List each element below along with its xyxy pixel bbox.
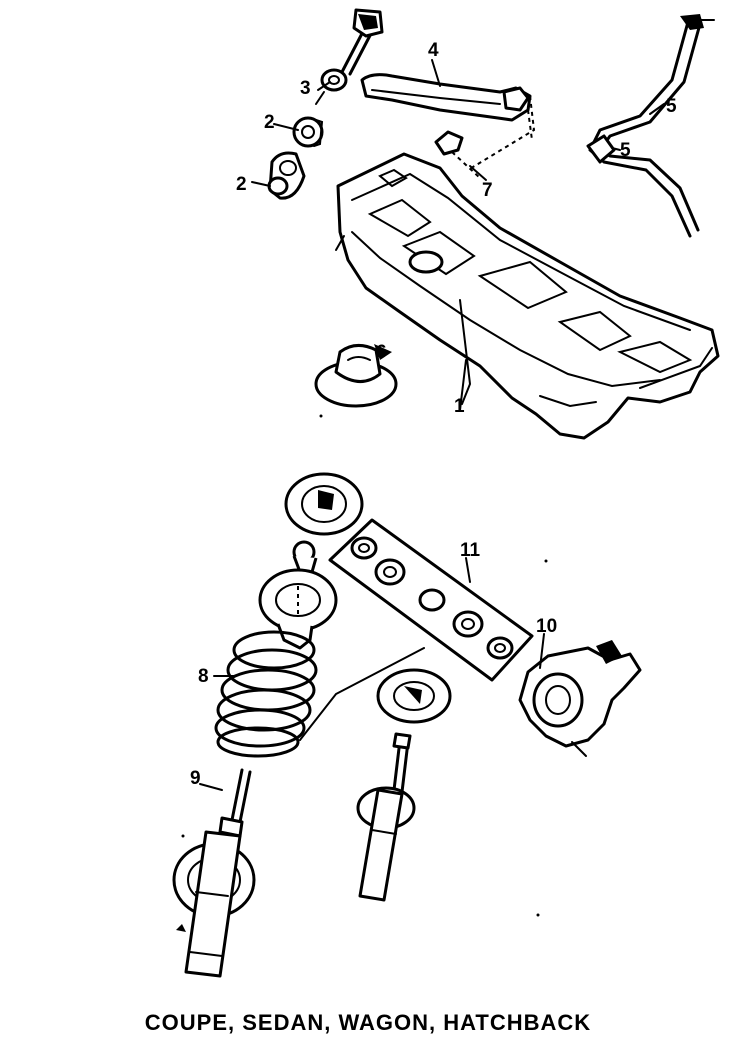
callout-9: 9 [190,768,201,789]
upper-spring-seat [284,472,364,536]
callout-2-upper: 2 [264,112,275,133]
callout-1: 1 [454,396,465,417]
callout-10: 10 [536,616,557,637]
crossmember [335,152,720,440]
bump-stop [292,540,318,574]
callout-5-upper: 5 [666,96,677,117]
small-bushing [434,130,481,179]
control-arm [360,73,536,171]
steering-knuckle [518,640,642,757]
strut-rod [315,8,384,105]
bushing-lower [267,151,306,200]
diagram-caption: COUPE, SEDAN, WAGON, HATCHBACK [144,1010,592,1035]
engine-mount [314,344,398,408]
strut-assembly-right [356,732,416,902]
bushing-kit [328,518,534,682]
callout-leaders [199,59,665,791]
print-specks [181,414,548,917]
callout-6: 6 [376,342,387,363]
callout-4: 4 [428,40,439,61]
bushing-upper [292,116,324,148]
strut-assembly-left [172,768,256,978]
callout-11: 11 [460,540,481,561]
leader-lines [299,647,425,741]
callout-3: 3 [300,78,311,99]
strut-upper-seat-right [376,668,452,724]
callout-7: 7 [482,180,493,201]
callout-8: 8 [198,666,209,687]
stabilizer-bar [586,14,715,238]
callout-2-lower: 2 [236,174,247,195]
callout-5-lower: 5 [620,140,631,161]
coil-spring [214,630,318,758]
